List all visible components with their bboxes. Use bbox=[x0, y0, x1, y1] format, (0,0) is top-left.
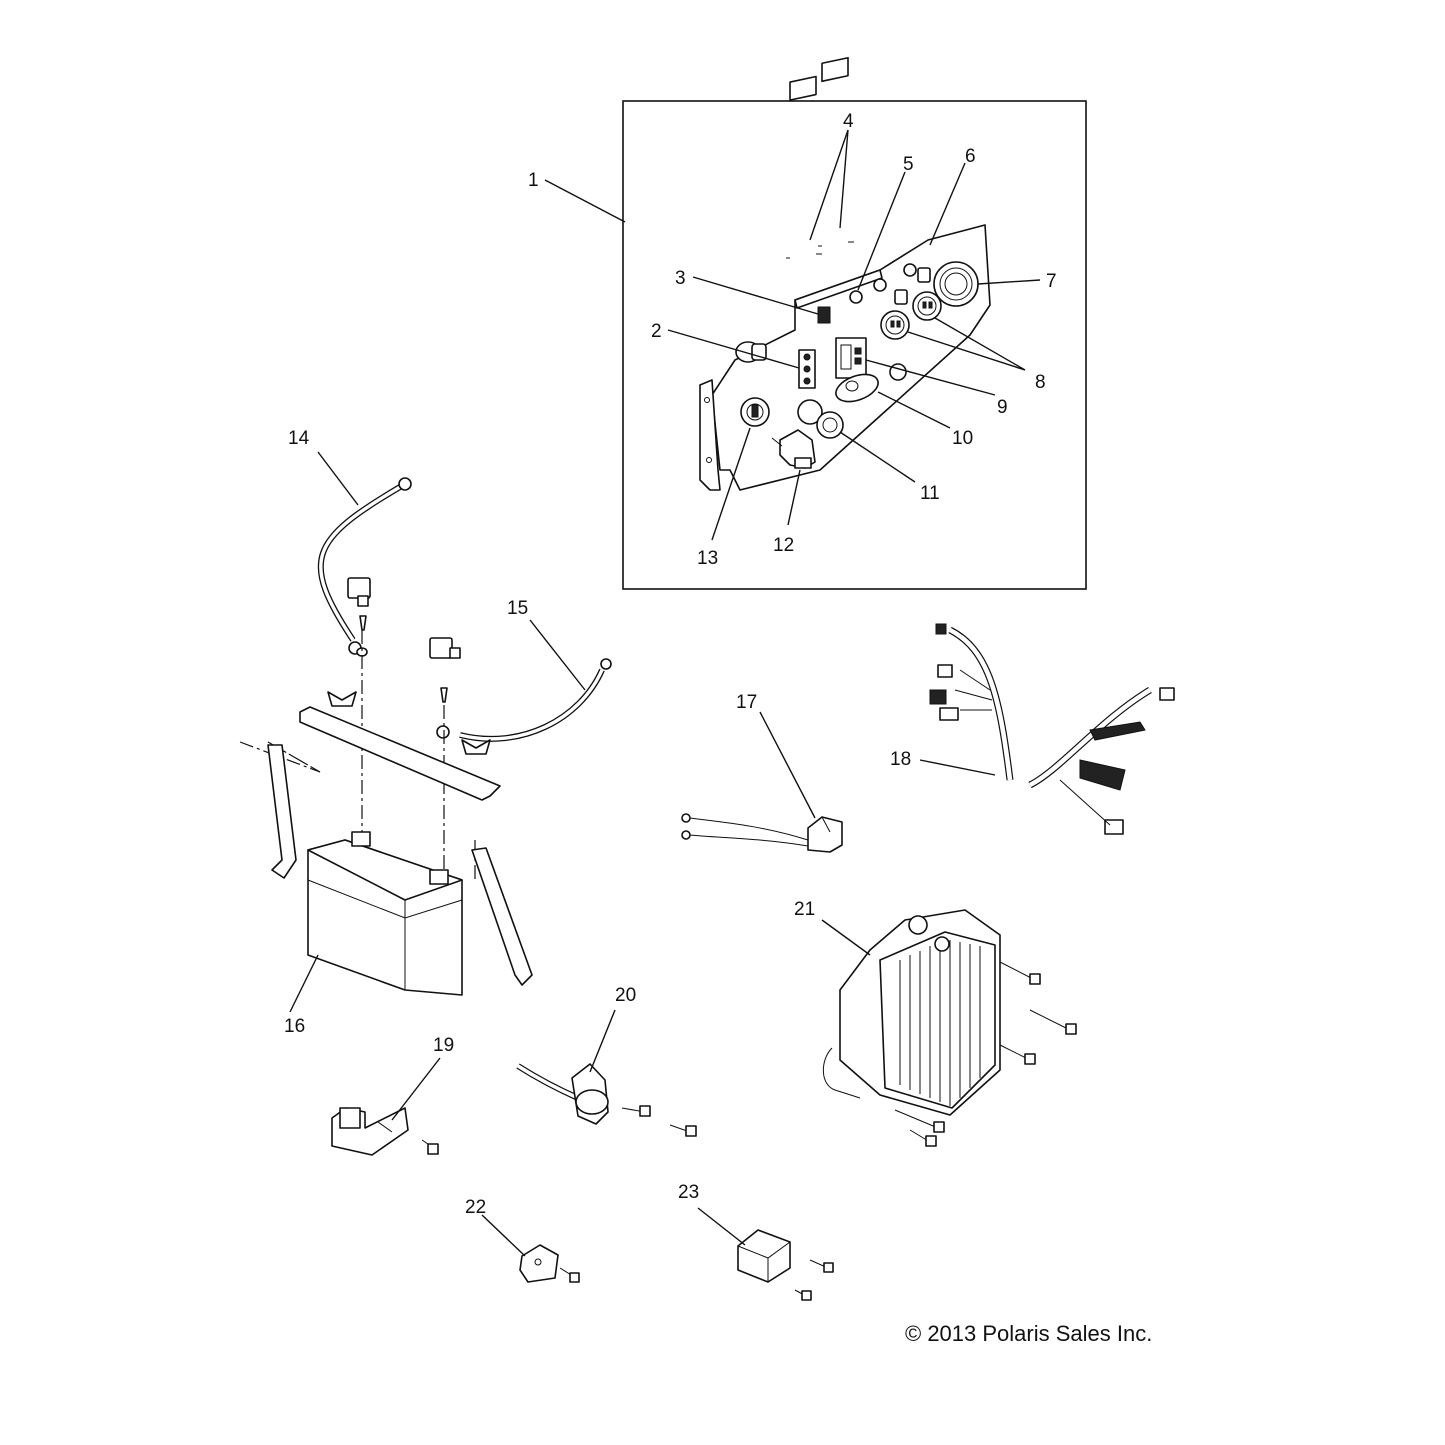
callout-1: 1 bbox=[528, 170, 539, 191]
mounting-bracket-22 bbox=[481, 1214, 580, 1283]
callout-labels: 1 2 3 4 5 6 7 8 9 10 11 12 13 14 15 16 1… bbox=[284, 111, 1152, 1346]
battery bbox=[289, 831, 463, 1013]
copyright-notice: © 2013 Polaris Sales Inc. bbox=[905, 1321, 1152, 1346]
key-switch bbox=[740, 397, 770, 427]
ignition-module bbox=[331, 1057, 441, 1156]
callout-10: 10 bbox=[952, 428, 973, 449]
gfci-receptacle bbox=[835, 337, 867, 379]
callout-8: 8 bbox=[1035, 372, 1046, 393]
rectifier bbox=[697, 1207, 834, 1301]
fuse-block bbox=[798, 349, 816, 389]
vent-tube-right bbox=[471, 847, 533, 986]
panel-top-bracket bbox=[794, 269, 883, 309]
wing-nut-left bbox=[327, 691, 357, 707]
callout-6: 6 bbox=[965, 146, 976, 167]
voltage-regulator bbox=[821, 909, 1001, 1116]
callout-18: 18 bbox=[890, 749, 911, 770]
wiring-harness bbox=[919, 623, 1175, 835]
round-gauge bbox=[933, 261, 979, 307]
callout-5: 5 bbox=[903, 154, 914, 175]
terminal-cover-negative bbox=[347, 577, 371, 599]
circuit-breaker-left bbox=[786, 75, 822, 259]
callout-17: 17 bbox=[736, 692, 757, 713]
callout-16: 16 bbox=[284, 1016, 305, 1037]
callout-12: 12 bbox=[773, 535, 794, 556]
terminal-cover-positive bbox=[429, 637, 453, 659]
panel-knob-top bbox=[735, 341, 767, 363]
positive-battery-cable bbox=[436, 619, 612, 742]
callout-20: 20 bbox=[615, 985, 636, 1006]
starter-solenoid bbox=[516, 1009, 697, 1137]
battery-hold-down-strap bbox=[299, 706, 501, 801]
control-panel-inset bbox=[544, 56, 1087, 590]
callout-3: 3 bbox=[675, 268, 686, 289]
callout-15: 15 bbox=[507, 598, 528, 619]
panel-mounting-flange bbox=[699, 379, 721, 491]
relay-module bbox=[681, 711, 843, 853]
choke-knob bbox=[835, 373, 879, 403]
callout-4: 4 bbox=[843, 111, 854, 132]
outlet-left bbox=[880, 310, 910, 340]
callout-23: 23 bbox=[678, 1182, 699, 1203]
callout-7: 7 bbox=[1046, 271, 1057, 292]
vent-tube-left bbox=[267, 744, 297, 879]
callout-2: 2 bbox=[651, 321, 662, 342]
wing-nut-right bbox=[461, 739, 491, 755]
callout-14: 14 bbox=[288, 428, 310, 449]
callout-13: 13 bbox=[697, 548, 718, 569]
ignition-switch bbox=[771, 429, 816, 469]
callout-11: 11 bbox=[920, 483, 940, 504]
circuit-breaker-right bbox=[818, 56, 854, 247]
callout-9: 9 bbox=[997, 397, 1008, 418]
callout-21: 21 bbox=[794, 899, 815, 920]
push-button bbox=[797, 399, 844, 439]
indicator-lamp bbox=[849, 290, 863, 304]
callout-19: 19 bbox=[433, 1035, 454, 1056]
rocker-switch bbox=[817, 306, 831, 324]
outlet-right bbox=[912, 291, 942, 321]
mounting-screws-21 bbox=[894, 961, 1077, 1147]
callout-22: 22 bbox=[465, 1197, 486, 1218]
